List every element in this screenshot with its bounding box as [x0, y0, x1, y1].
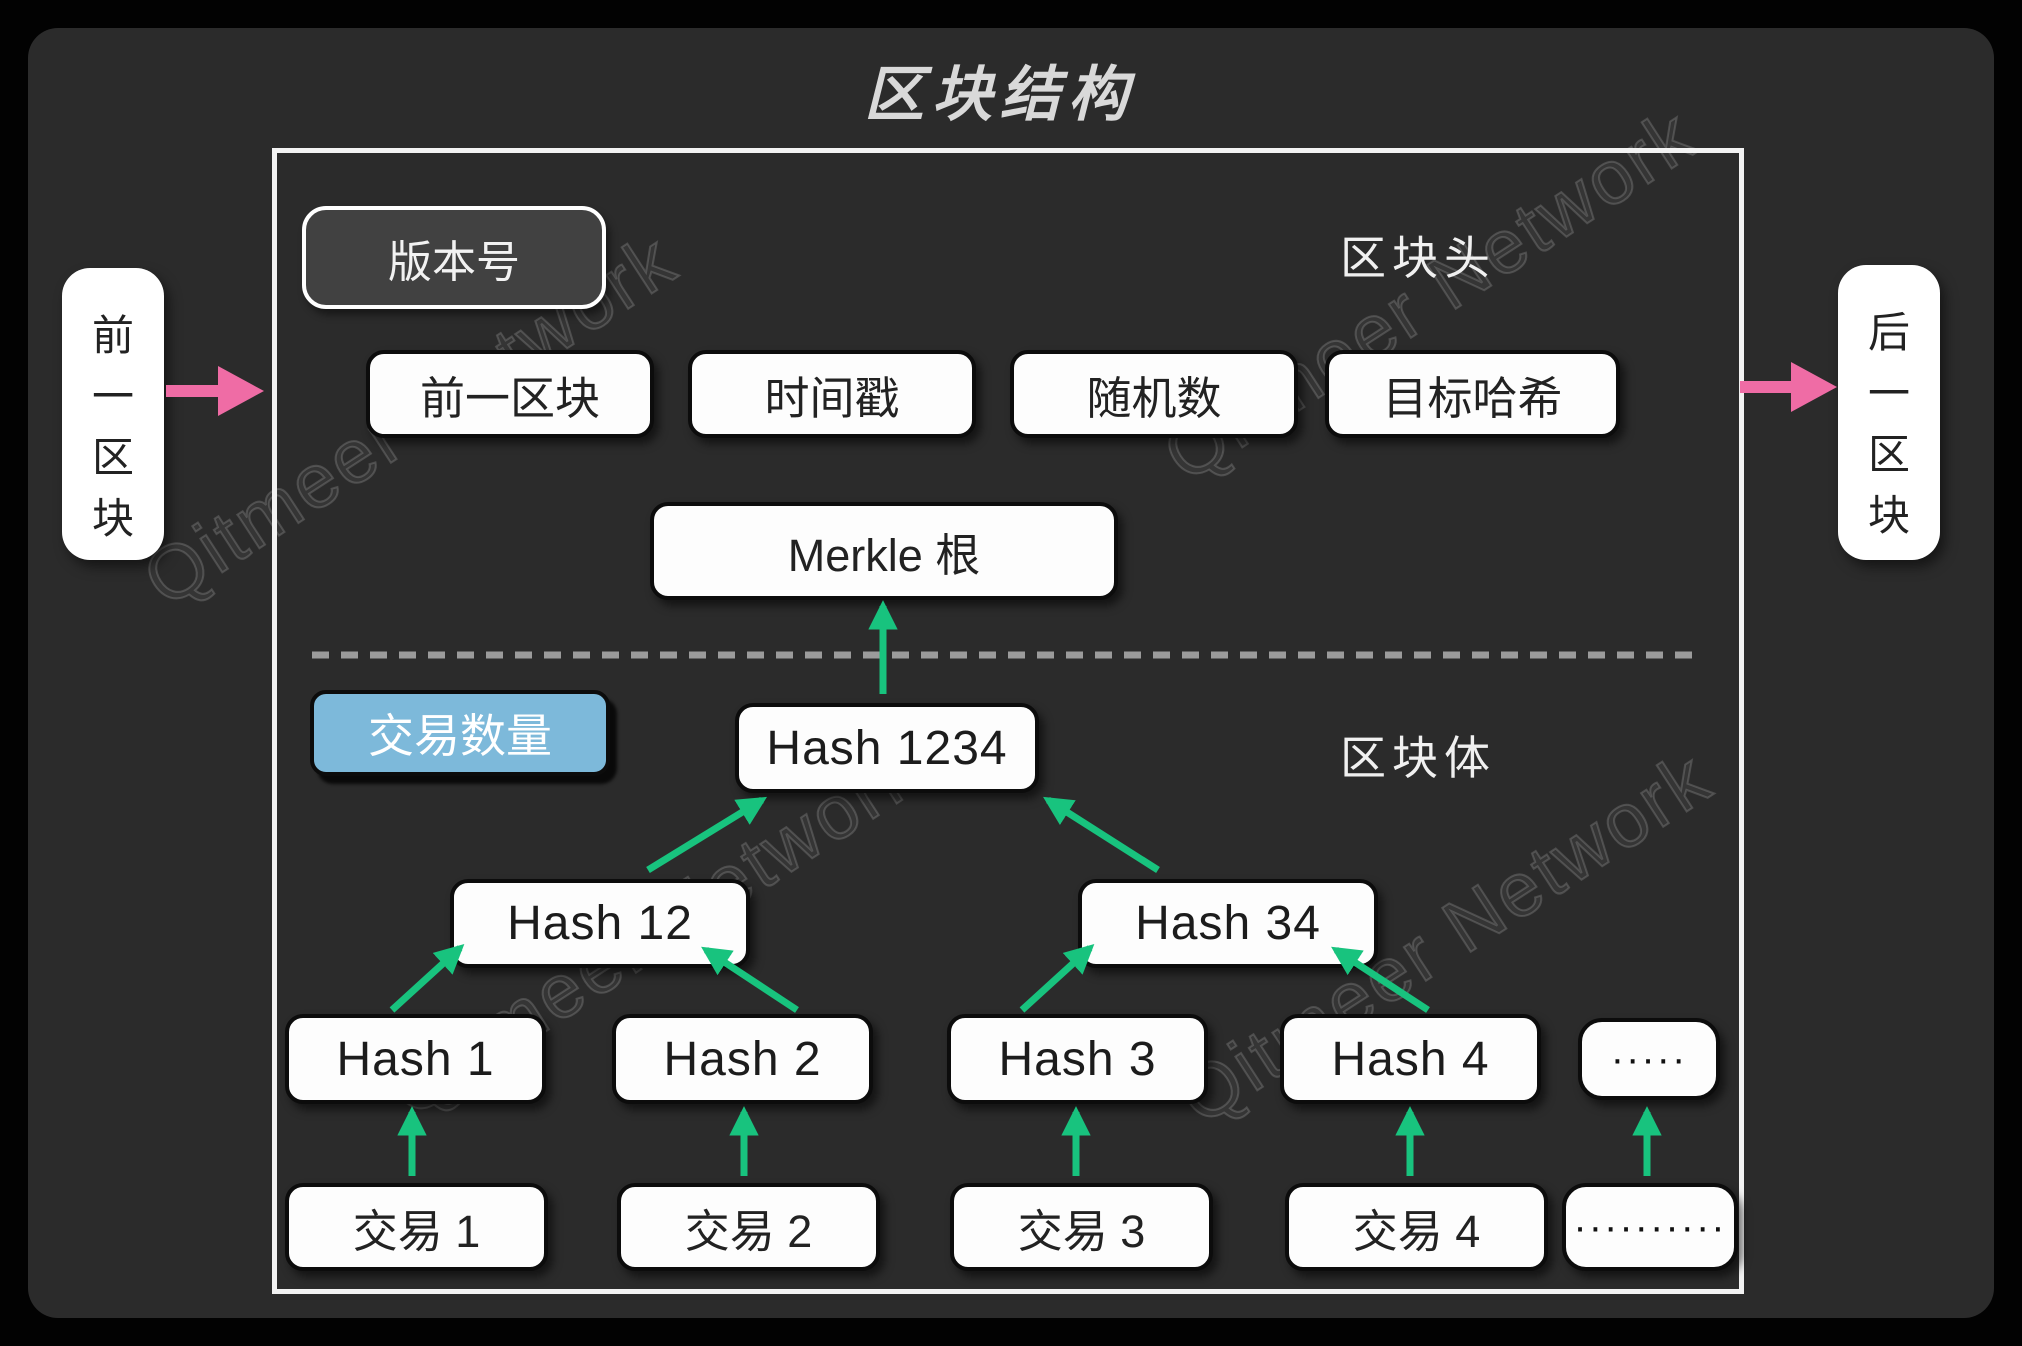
next-block-char: 区 — [1867, 431, 1910, 478]
hash-1234-node: Hash 1234 — [735, 703, 1039, 793]
target-hash-field: 目标哈希 — [1325, 350, 1620, 438]
block-header-label: 区块头 — [1340, 232, 1496, 284]
transaction-3-node: 交易 3 — [950, 1183, 1213, 1271]
tx-count-node: 交易数量 — [310, 690, 610, 776]
block-body-label: 区块体 — [1340, 732, 1496, 784]
hash-12-node: Hash 12 — [450, 879, 750, 968]
prev-block-char: 区 — [91, 434, 134, 481]
transaction-ellipsis-node: ·········· — [1562, 1183, 1738, 1271]
prev-block-char: 前 — [91, 312, 134, 359]
timestamp-field: 时间戳 — [688, 350, 976, 438]
hash-ellipsis-node: ····· — [1578, 1018, 1720, 1100]
hash-1-node: Hash 1 — [285, 1014, 546, 1104]
hash-34-node: Hash 34 — [1078, 879, 1378, 968]
block-outline — [272, 148, 1744, 1294]
transaction-1-node: 交易 1 — [285, 1183, 548, 1271]
next-block-node: 后 一 区 块 — [1838, 265, 1940, 560]
hash-2-node: Hash 2 — [612, 1014, 873, 1104]
page-title: 区块结构 — [864, 61, 1136, 128]
transaction-4-node: 交易 4 — [1285, 1183, 1548, 1271]
prev-block-char: 一 — [91, 373, 134, 420]
hash-3-node: Hash 3 — [947, 1014, 1208, 1104]
previous-block-node: 前 一 区 块 — [62, 268, 164, 560]
nonce-field: 随机数 — [1010, 350, 1298, 438]
prev-block-char: 块 — [91, 495, 134, 542]
next-block-char: 后 — [1867, 309, 1910, 356]
prev-block-hash-field: 前一区块 — [366, 350, 654, 438]
merkle-root-node: Merkle 根 — [650, 502, 1118, 600]
next-block-char: 一 — [1867, 370, 1910, 417]
hash-4-node: Hash 4 — [1280, 1014, 1541, 1104]
transaction-2-node: 交易 2 — [617, 1183, 880, 1271]
next-block-char: 块 — [1867, 492, 1910, 539]
version-number-node: 版本号 — [302, 206, 606, 309]
